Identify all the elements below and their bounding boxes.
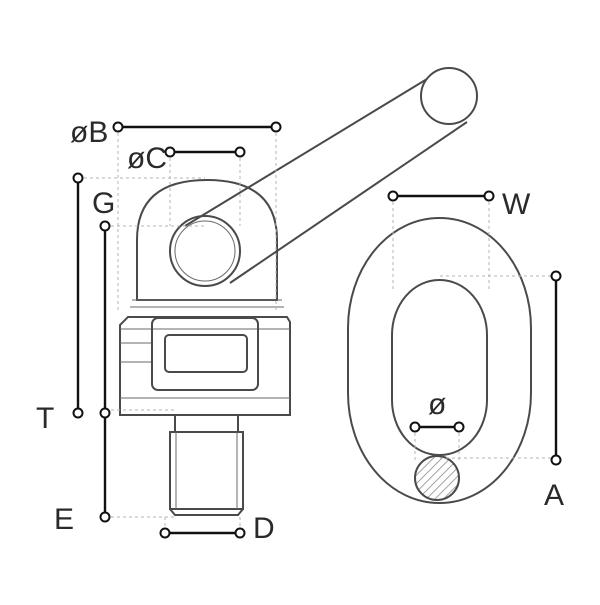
- label-d: ø: [428, 388, 446, 421]
- lifting-arm: [184, 67, 478, 284]
- label-C: øC: [127, 142, 167, 175]
- dimension-G-E: [99, 220, 111, 523]
- label-B: øB: [70, 116, 108, 149]
- swivel-eyebolt: [119, 67, 478, 516]
- label-T: T: [36, 402, 54, 435]
- dimension-D: [159, 527, 246, 539]
- pivot-head: [130, 178, 284, 308]
- extension-lines: [78, 127, 556, 533]
- threaded-stud: [169, 414, 244, 516]
- dimension-C: [164, 146, 246, 158]
- label-E: E: [54, 503, 74, 536]
- dimension-B: [112, 121, 282, 133]
- label-G: G: [92, 187, 115, 220]
- link-cross-section: [414, 455, 460, 501]
- label-D: D: [253, 512, 275, 545]
- dimension-T: [72, 172, 84, 419]
- dimension-A: [550, 270, 562, 466]
- label-A: A: [544, 479, 564, 512]
- dimension-d: [409, 421, 465, 433]
- base-body: [119, 316, 291, 416]
- oval-link: [347, 217, 532, 504]
- dimension-W: [387, 190, 495, 202]
- label-W: W: [502, 188, 531, 221]
